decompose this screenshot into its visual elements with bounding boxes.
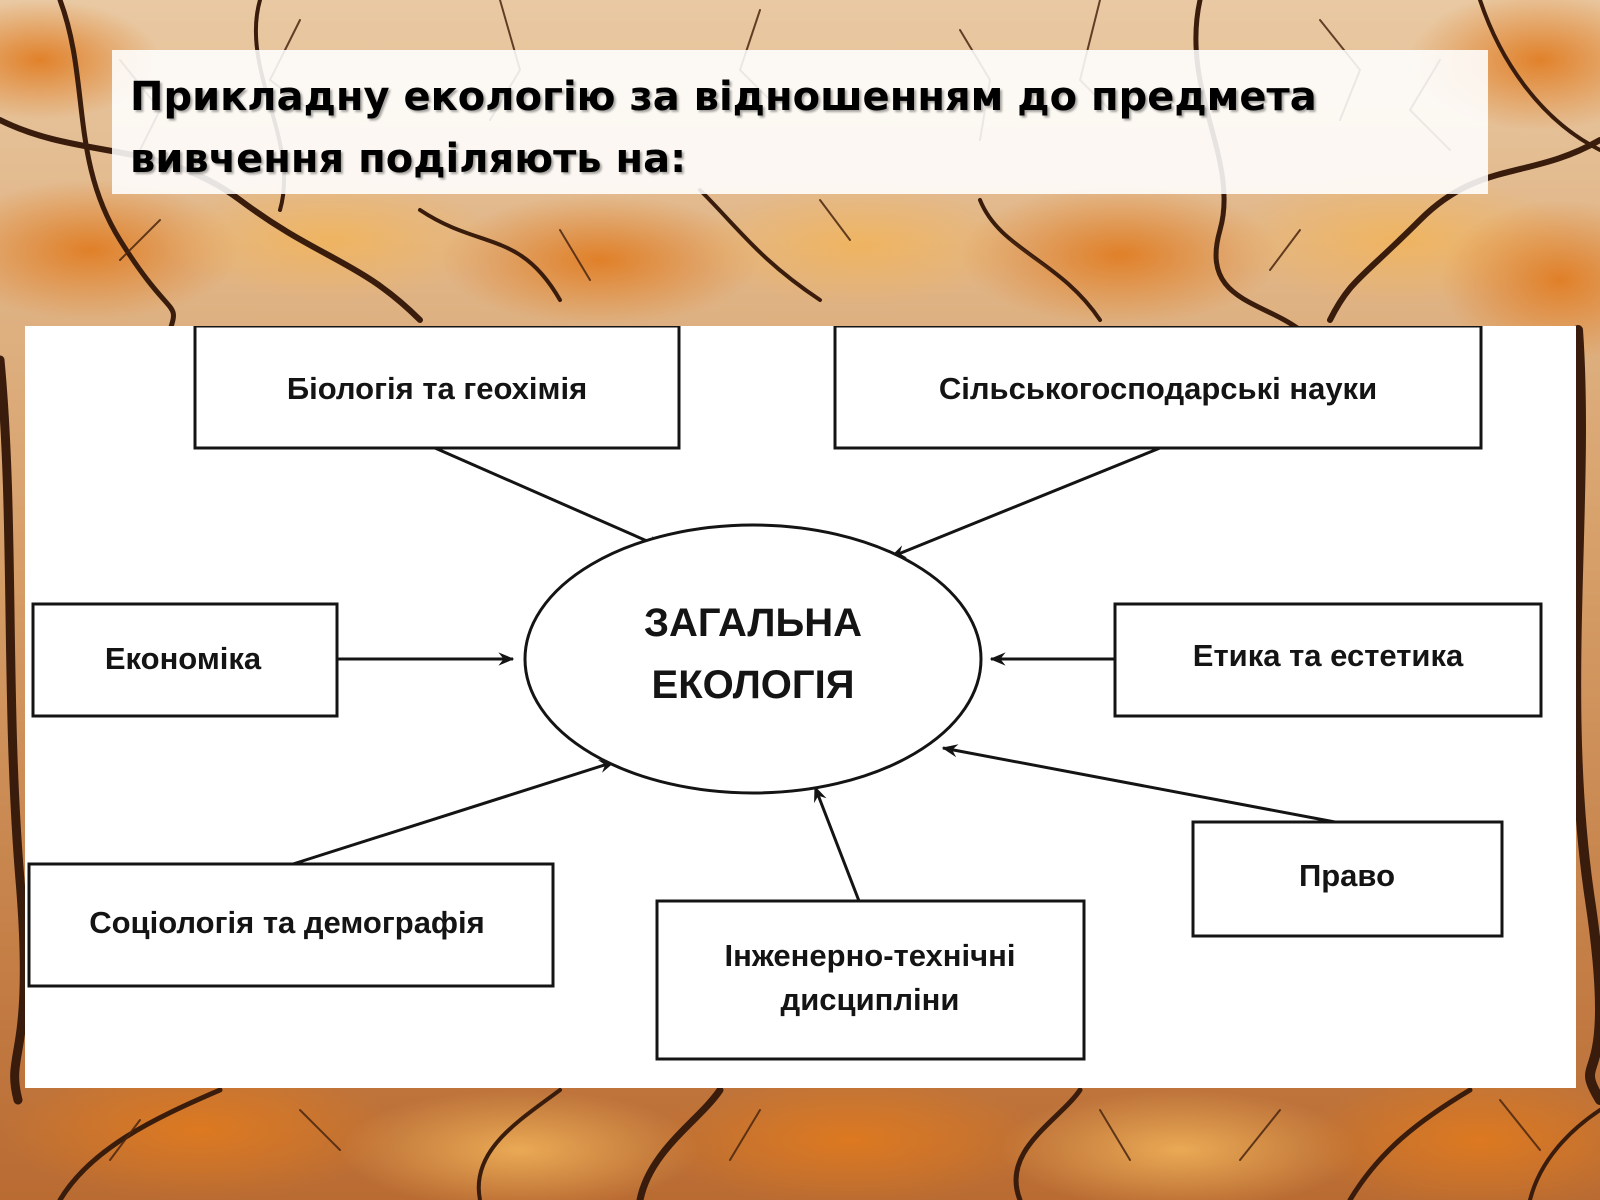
center-node: ЗАГАЛЬНА ЕКОЛОГІЯ [523, 523, 983, 795]
node-sociology: Соціологія та демографія [27, 862, 555, 988]
arrow-biology [434, 446, 665, 550]
arrow-agri [889, 446, 1161, 559]
title-box: Прикладну екологію за відношенням до пре… [112, 50, 1488, 194]
node-ethics: Етика та естетика [1113, 602, 1543, 718]
arrow-sociology [292, 760, 616, 866]
arrow-law [941, 744, 1336, 824]
slide-title-line-2: вивчення поділяють на: [130, 136, 687, 182]
node-biology-label: Біологія та геохімія [287, 371, 587, 406]
node-engineering-label-line-2: дисципліни [781, 982, 960, 1017]
node-agri-label: Сільськогосподарські науки [939, 371, 1377, 406]
node-engineering-label-line-1: Інженерно-технічні [725, 938, 1016, 973]
node-economics: Економіка [31, 602, 339, 718]
node-biology: Біологія та геохімія [193, 326, 681, 450]
center-label-line-2: ЕКОЛОГІЯ [652, 663, 855, 707]
ecology-diagram: ЗАГАЛЬНА ЕКОЛОГІЯ Біологія та геохімія С… [27, 326, 1543, 1061]
node-law: Право [1191, 820, 1504, 938]
diagram-panel: ЗАГАЛЬНА ЕКОЛОГІЯ Біологія та геохімія С… [25, 326, 1576, 1088]
slide-title: Прикладну екологію за відношенням до пре… [130, 66, 1470, 190]
center-label-line-1: ЗАГАЛЬНА [644, 601, 862, 645]
slide-title-line-1: Прикладну екологію за відношенням до пре… [130, 74, 1317, 120]
node-law-label: Право [1299, 858, 1395, 893]
node-ethics-label: Етика та естетика [1193, 638, 1464, 673]
node-sociology-label: Соціологія та демографія [89, 905, 485, 940]
node-economics-label: Економіка [105, 641, 262, 676]
node-agri: Сільськогосподарські науки [833, 326, 1483, 450]
arrow-engineering [813, 785, 861, 902]
node-engineering: Інженерно-технічні дисципліни [655, 899, 1086, 1061]
